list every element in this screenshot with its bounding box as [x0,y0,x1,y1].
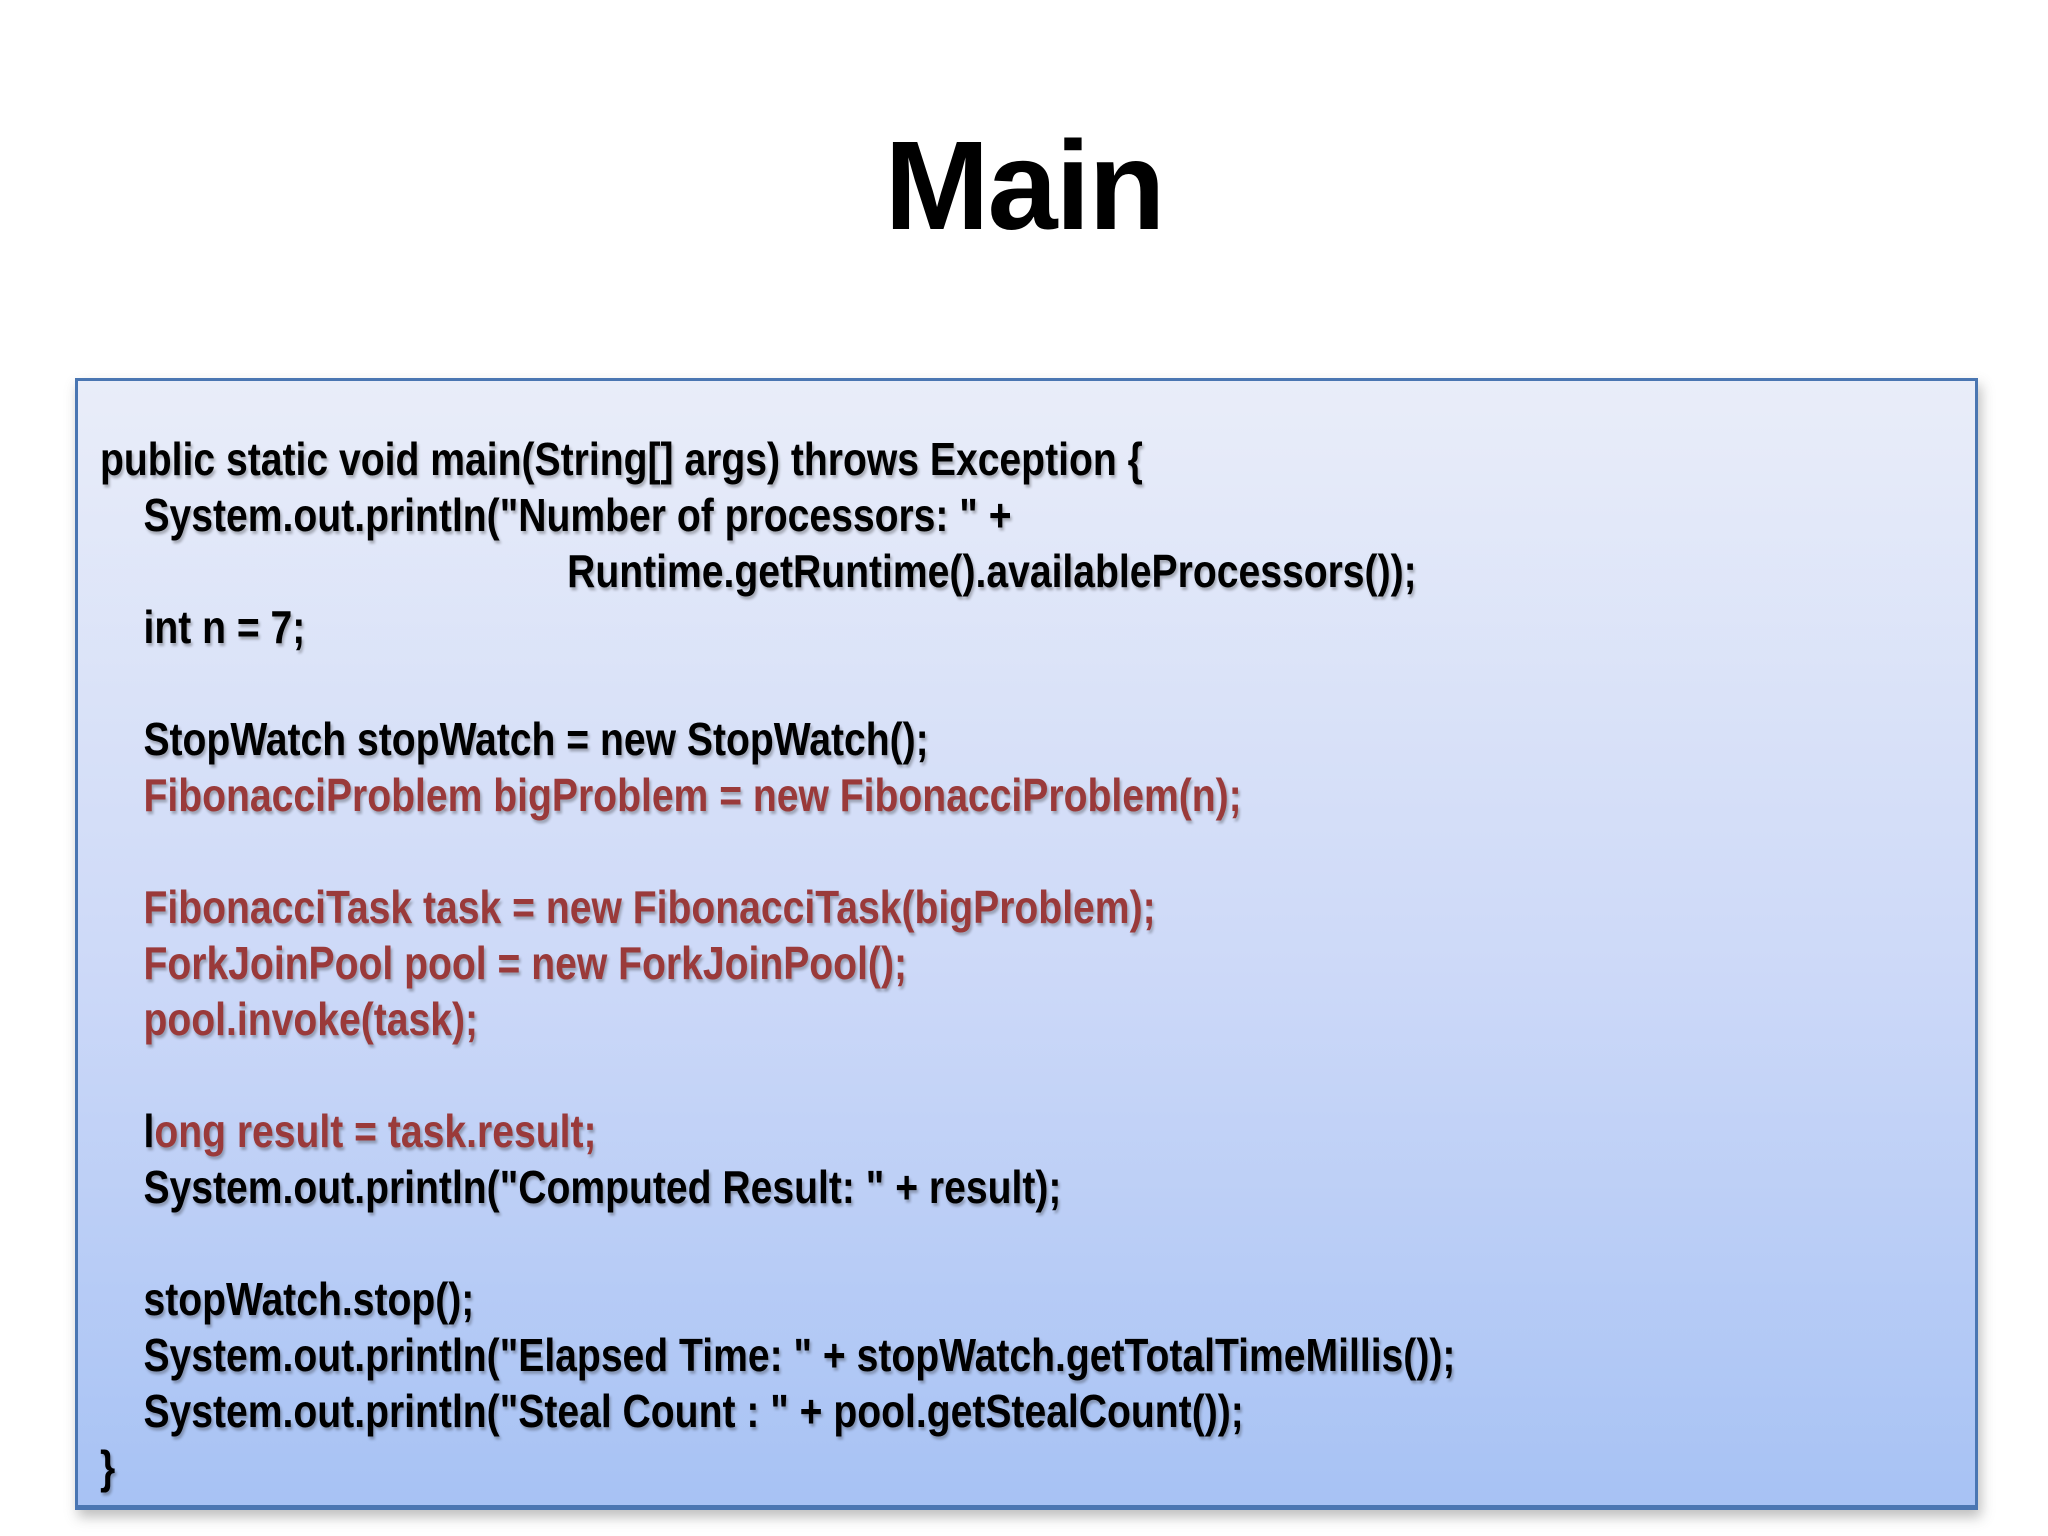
code-segment: System.out.println("Number of processors… [100,489,1012,541]
code-line: System.out.println("Steal Count : " + po… [100,1383,1455,1439]
code-segment [100,993,143,1045]
code-segment: public static void main(String[] args) t… [100,433,1143,485]
code-segment: System.out.println("Elapsed Time: " + st… [100,1329,1456,1381]
code-segment: l [100,1105,155,1157]
code-content: public static void main(String[] args) t… [100,431,1455,1495]
code-segment-highlight: ong result = task.result; [154,1105,597,1157]
code-segment [100,881,143,933]
code-line [100,1215,1455,1271]
code-segment: Runtime.getRuntime().availableProcessors… [100,545,1417,597]
code-line: pool.invoke(task); [100,991,1455,1047]
code-segment: stopWatch.stop(); [100,1273,475,1325]
code-line: System.out.println("Number of processors… [100,487,1455,543]
code-segment: } [100,1441,116,1493]
code-line: long result = task.result; [100,1103,1455,1159]
code-segment: StopWatch stopWatch = new StopWatch(); [100,713,929,765]
code-segment-highlight: FibonacciTask task = new FibonacciTask(b… [143,881,1156,933]
code-segment: System.out.println("Computed Result: " +… [100,1161,1062,1213]
code-line [100,823,1455,879]
code-segment [100,937,143,989]
code-segment: int n = 7; [100,601,306,653]
code-segment-highlight: pool.invoke(task); [143,993,479,1045]
code-line: System.out.println("Computed Result: " +… [100,1159,1455,1215]
code-segment-highlight: ForkJoinPool pool = new ForkJoinPool(); [143,937,907,989]
code-segment [100,769,143,821]
code-line: Runtime.getRuntime().availableProcessors… [100,543,1455,599]
code-segment: System.out.println("Steal Count : " + po… [100,1385,1244,1437]
code-line [100,1047,1455,1103]
code-line [100,655,1455,711]
code-segment-highlight: FibonacciProblem bigProblem = new Fibona… [143,769,1242,821]
code-line: FibonacciTask task = new FibonacciTask(b… [100,879,1455,935]
code-line: stopWatch.stop(); [100,1271,1455,1327]
code-line: FibonacciProblem bigProblem = new Fibona… [100,767,1455,823]
code-line: ForkJoinPool pool = new ForkJoinPool(); [100,935,1455,991]
code-line: int n = 7; [100,599,1455,655]
code-line: StopWatch stopWatch = new StopWatch(); [100,711,1455,767]
code-line: } [100,1439,1455,1495]
code-line: System.out.println("Elapsed Time: " + st… [100,1327,1455,1383]
slide-title: Main [884,115,1165,256]
code-line: public static void main(String[] args) t… [100,431,1455,487]
code-box: public static void main(String[] args) t… [75,378,1978,1510]
